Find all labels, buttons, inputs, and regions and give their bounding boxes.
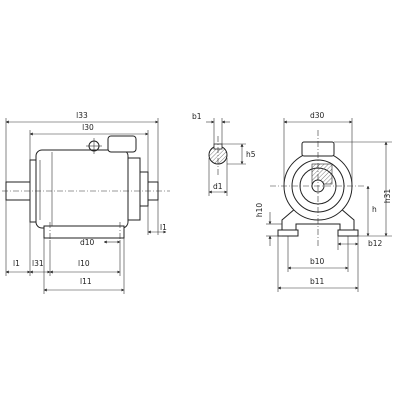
label-l33: l33	[76, 111, 88, 120]
label-l1-left: l1	[13, 259, 20, 268]
motor-body	[35, 149, 129, 229]
label-d1: d1	[213, 182, 223, 191]
label-d10: d10	[80, 238, 95, 247]
label-h31: h31	[383, 189, 392, 204]
label-d30: d30	[310, 111, 325, 120]
cooling-fins	[39, 152, 53, 226]
label-b11: b11	[310, 277, 325, 286]
mounting-foot	[43, 225, 125, 239]
label-l30: l30	[82, 123, 94, 132]
terminal-box	[107, 135, 137, 153]
fan-cover	[139, 171, 149, 207]
shaft-section: b1 h5 d1	[192, 112, 256, 196]
side-view: l33 l30 d10 l1 l1 l31 l10 l11	[2, 111, 170, 294]
front-view: d30 h31 h h10 b12 b10 b11	[255, 111, 392, 292]
label-l11: l11	[80, 277, 92, 286]
label-b1: b1	[192, 112, 202, 121]
label-h10: h10	[255, 203, 264, 218]
label-h: h	[372, 205, 377, 214]
end-cap-right	[127, 157, 141, 221]
label-b10: b10	[310, 257, 325, 266]
label-h5: h5	[246, 150, 256, 159]
label-l1-right: l1	[160, 223, 167, 232]
label-b12: b12	[368, 239, 383, 248]
label-l10: l10	[78, 259, 90, 268]
label-l31: l31	[32, 259, 44, 268]
